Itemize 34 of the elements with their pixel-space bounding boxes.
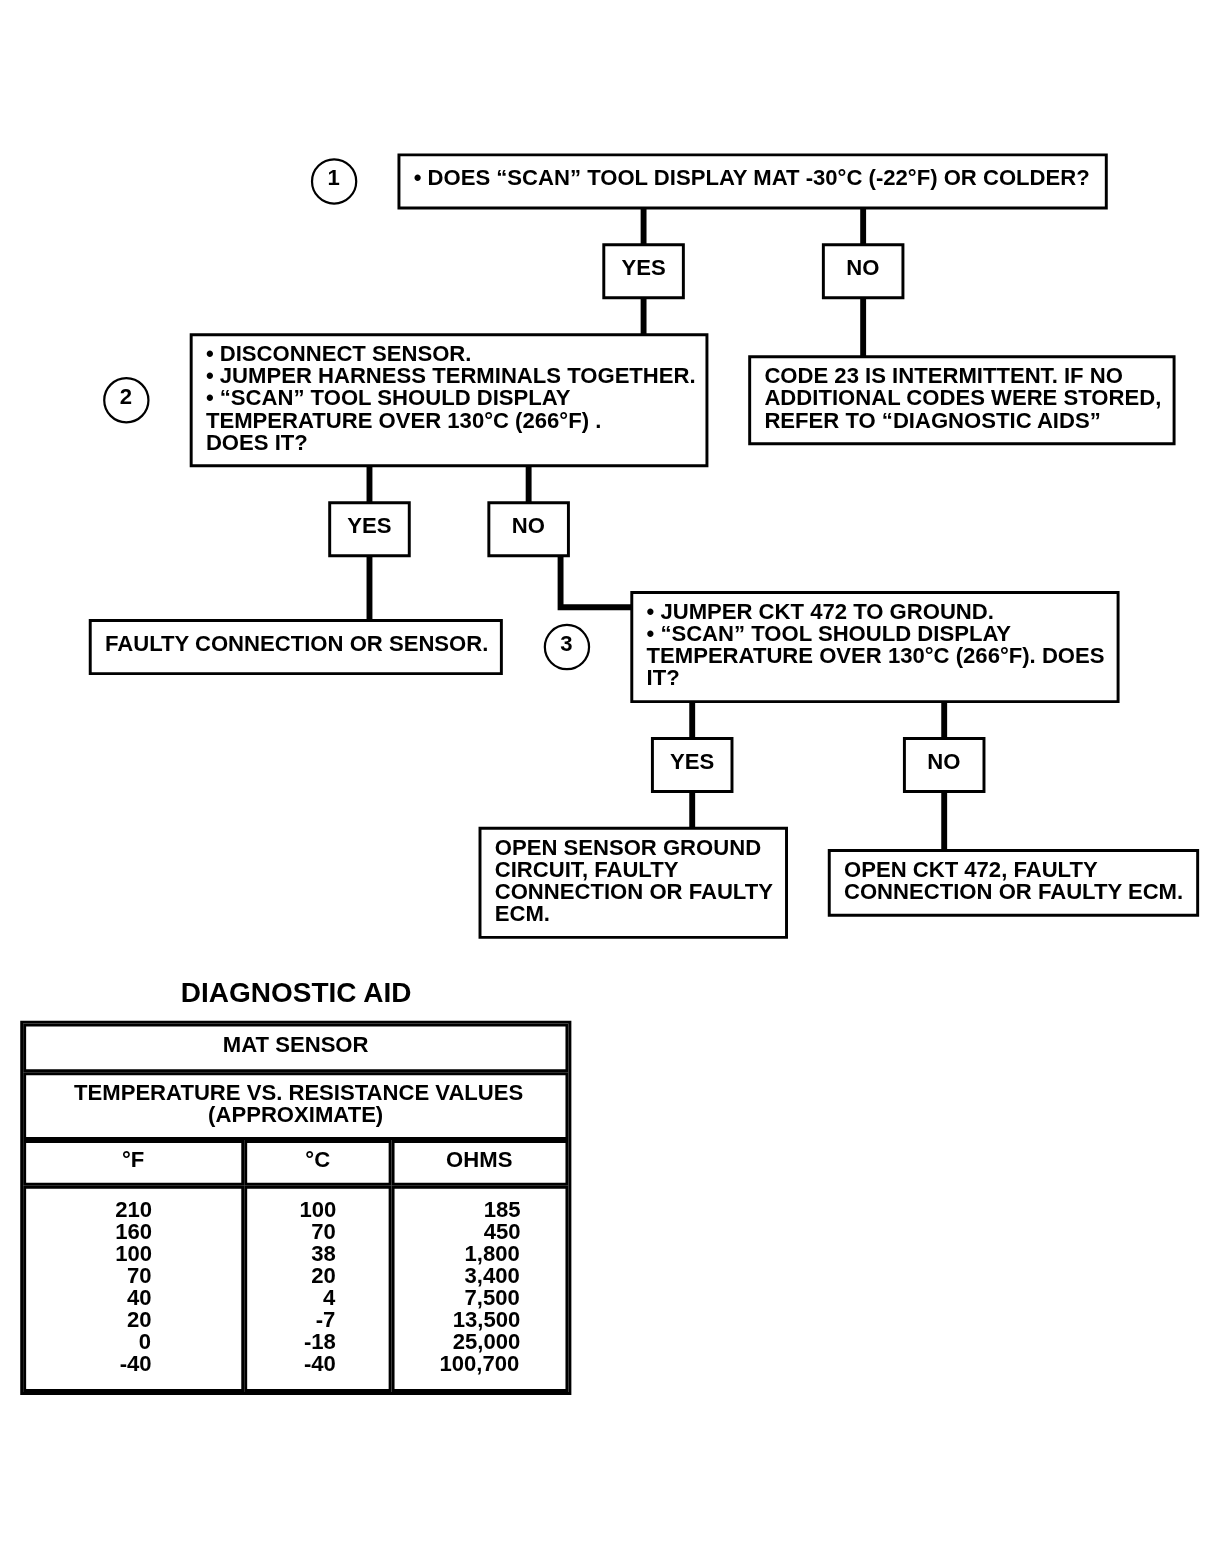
node-box: YES bbox=[650, 736, 734, 793]
connector bbox=[557, 555, 632, 610]
node-box: YES bbox=[328, 500, 411, 557]
connector bbox=[366, 465, 373, 502]
node-box: YES bbox=[602, 242, 685, 299]
connector bbox=[366, 555, 373, 620]
connector bbox=[640, 297, 647, 334]
node-box: • DOES “SCAN” TOOL DISPLAY MAT -30°C (-22°F) OR COLDER? bbox=[397, 152, 1108, 209]
node-label: 2 bbox=[119, 383, 132, 409]
label: DIAGNOSTIC AID bbox=[180, 976, 412, 1008]
node-box: FAULTY CONNECTION OR SENSOR. bbox=[88, 618, 503, 675]
node-box: NO bbox=[487, 500, 570, 557]
node-label: 3 bbox=[560, 630, 573, 656]
connector bbox=[640, 207, 647, 244]
node-box: NO bbox=[821, 242, 905, 299]
node-box: CODE 23 IS INTERMITTENT. IF NO ADDITIONAL CODES WERE STORED, REFER TO “DIAGNOSTIC AIDS” bbox=[748, 354, 1176, 445]
connector bbox=[941, 791, 948, 850]
connector bbox=[689, 701, 696, 738]
label: TEMPERATURE VS. RESISTANCE VALUES (APPROXIMATE) bbox=[74, 1079, 524, 1127]
connector bbox=[860, 207, 867, 244]
connector bbox=[689, 791, 696, 828]
node-box: OPEN CKT 472, FAULTY CONNECTION OR FAULTY ECM. bbox=[827, 848, 1200, 917]
node-box: • DISCONNECT SENSOR. • JUMPER HARNESS TERMINALS TOGETHER. • “SCAN” TOOL SHOULD DISPLAY TEMPERATURE OVER 130°C (266°F) . DOES IT? bbox=[189, 332, 709, 467]
connector bbox=[860, 297, 867, 356]
label: °F bbox=[121, 1146, 145, 1172]
node-box: • JUMPER CKT 472 TO GROUND. • “SCAN” TOOL SHOULD DISPLAY TEMPERATURE OVER 130°C (266°F). DOES IT? bbox=[630, 590, 1120, 703]
label: OHMS bbox=[446, 1146, 513, 1172]
node-box: NO bbox=[902, 736, 986, 793]
label: MAT SENSOR bbox=[222, 1031, 369, 1057]
node-box: OPEN SENSOR GROUND CIRCUIT, FAULTY CONNECTION OR FAULTY ECM. bbox=[478, 826, 788, 939]
connector bbox=[941, 701, 948, 738]
connector bbox=[525, 465, 532, 502]
label: °C bbox=[305, 1146, 331, 1172]
node-label: 1 bbox=[327, 164, 340, 190]
